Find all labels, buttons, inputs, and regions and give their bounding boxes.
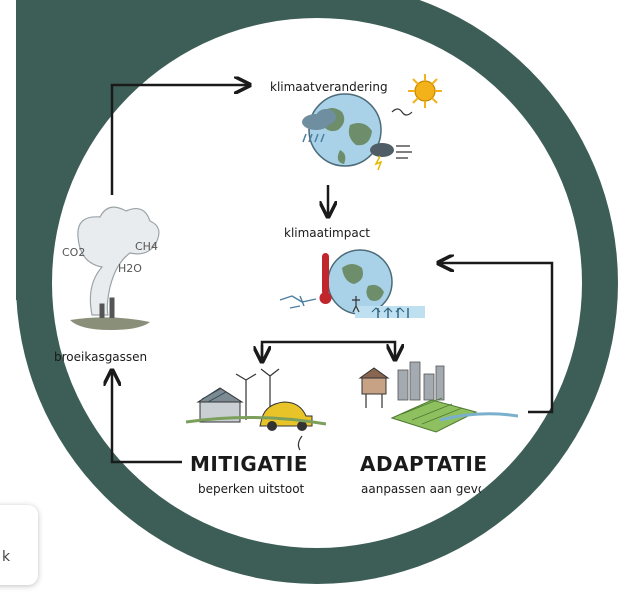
thermometer-icon xyxy=(319,253,332,304)
climate-impact-label: klimaatimpact xyxy=(284,226,371,240)
electric-car-icon xyxy=(259,401,313,451)
ch4-formula: CH4 xyxy=(135,240,158,253)
arrow-mitigation-to-gases xyxy=(112,372,182,464)
person-figure xyxy=(352,296,360,313)
city-buildings-icon xyxy=(397,361,445,401)
adaptation-subtitle: aanpassen aan gevolgen xyxy=(361,482,481,496)
arrow-adaptation-to-impact xyxy=(440,263,554,414)
mitigation-title: MITIGATIE xyxy=(190,452,309,476)
mitigation-subtitle: beperken uitstoot xyxy=(198,482,305,496)
drought-cracks xyxy=(279,295,317,309)
adaptation-title: ADAPTATIE xyxy=(360,452,488,476)
stilt-house-icon xyxy=(358,367,390,408)
co2-formula: CO2 xyxy=(62,246,86,259)
storm-cloud-icon xyxy=(370,143,412,171)
side-card-text: k xyxy=(2,549,11,565)
impact-earth-icon xyxy=(327,249,393,315)
flood-water xyxy=(355,306,425,318)
arrow-impact-split xyxy=(260,340,395,358)
earth-icon xyxy=(308,93,382,167)
rain-cloud-icon xyxy=(302,109,336,143)
smoke-cloud-icon xyxy=(77,206,160,316)
heat-squiggle xyxy=(391,108,413,116)
sun-icon xyxy=(408,74,442,108)
dike-water xyxy=(439,412,519,422)
mitigation-ground xyxy=(185,415,327,426)
green-fields-icon xyxy=(390,397,478,433)
wind-turbine-icon xyxy=(235,368,280,420)
arrow-gases-to-climate-change xyxy=(110,85,248,195)
climate-change-label: klimaatverandering xyxy=(270,80,388,94)
greenhouse-gases-label: broeikasgassen xyxy=(54,350,148,364)
side-card: k xyxy=(0,505,38,585)
factory-ground xyxy=(70,297,150,330)
h2o-formula: H2O xyxy=(118,262,142,275)
